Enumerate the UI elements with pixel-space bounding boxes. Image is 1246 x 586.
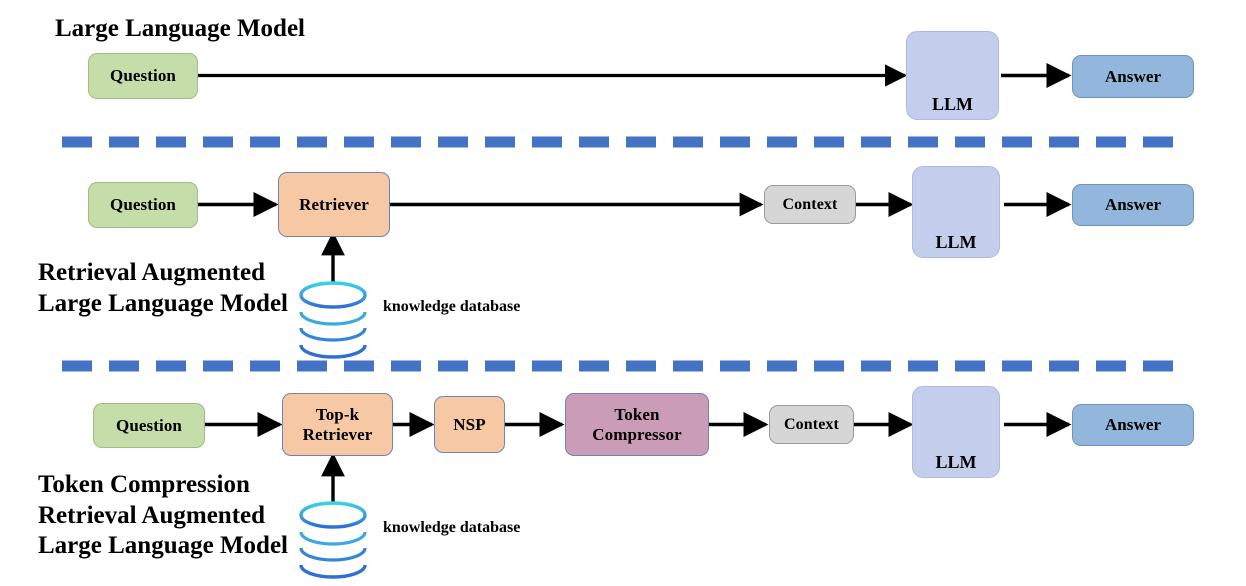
node-question-row2[interactable]: Question	[88, 182, 198, 228]
node-context-row2[interactable]: Context	[764, 185, 856, 224]
node-question-row1[interactable]: Question	[88, 53, 198, 99]
knowledge-database-icon-rag	[299, 281, 367, 359]
llm-label-row2: LLM	[935, 232, 977, 252]
llm-label-row3: LLM	[935, 452, 977, 472]
node-question-row3[interactable]: Question	[93, 403, 205, 448]
database-caption-row3: knowledge database	[383, 519, 521, 536]
knowledge-database-icon-tcrag	[299, 501, 367, 579]
node-retriever-row2[interactable]: Retriever	[278, 172, 390, 237]
database-caption-row2: knowledge database	[383, 298, 521, 315]
node-llm-row1[interactable]: LLM	[906, 31, 999, 120]
node-answer-row2[interactable]: Answer	[1072, 184, 1194, 226]
node-llm-row2[interactable]: LLM	[912, 166, 1000, 258]
row-rag-arrows	[198, 191, 1072, 285]
node-answer-row1[interactable]: Answer	[1072, 55, 1194, 98]
node-answer-row3[interactable]: Answer	[1072, 404, 1194, 446]
node-nsp-row3[interactable]: NSP	[434, 396, 505, 453]
section-title-llm: Large Language Model	[55, 15, 305, 42]
row-tc-rag-arrows	[205, 411, 1072, 505]
node-context-row3[interactable]: Context	[769, 405, 854, 444]
llm-label-row1: LLM	[931, 94, 973, 114]
node-llm-row3[interactable]: LLM	[912, 386, 1000, 478]
